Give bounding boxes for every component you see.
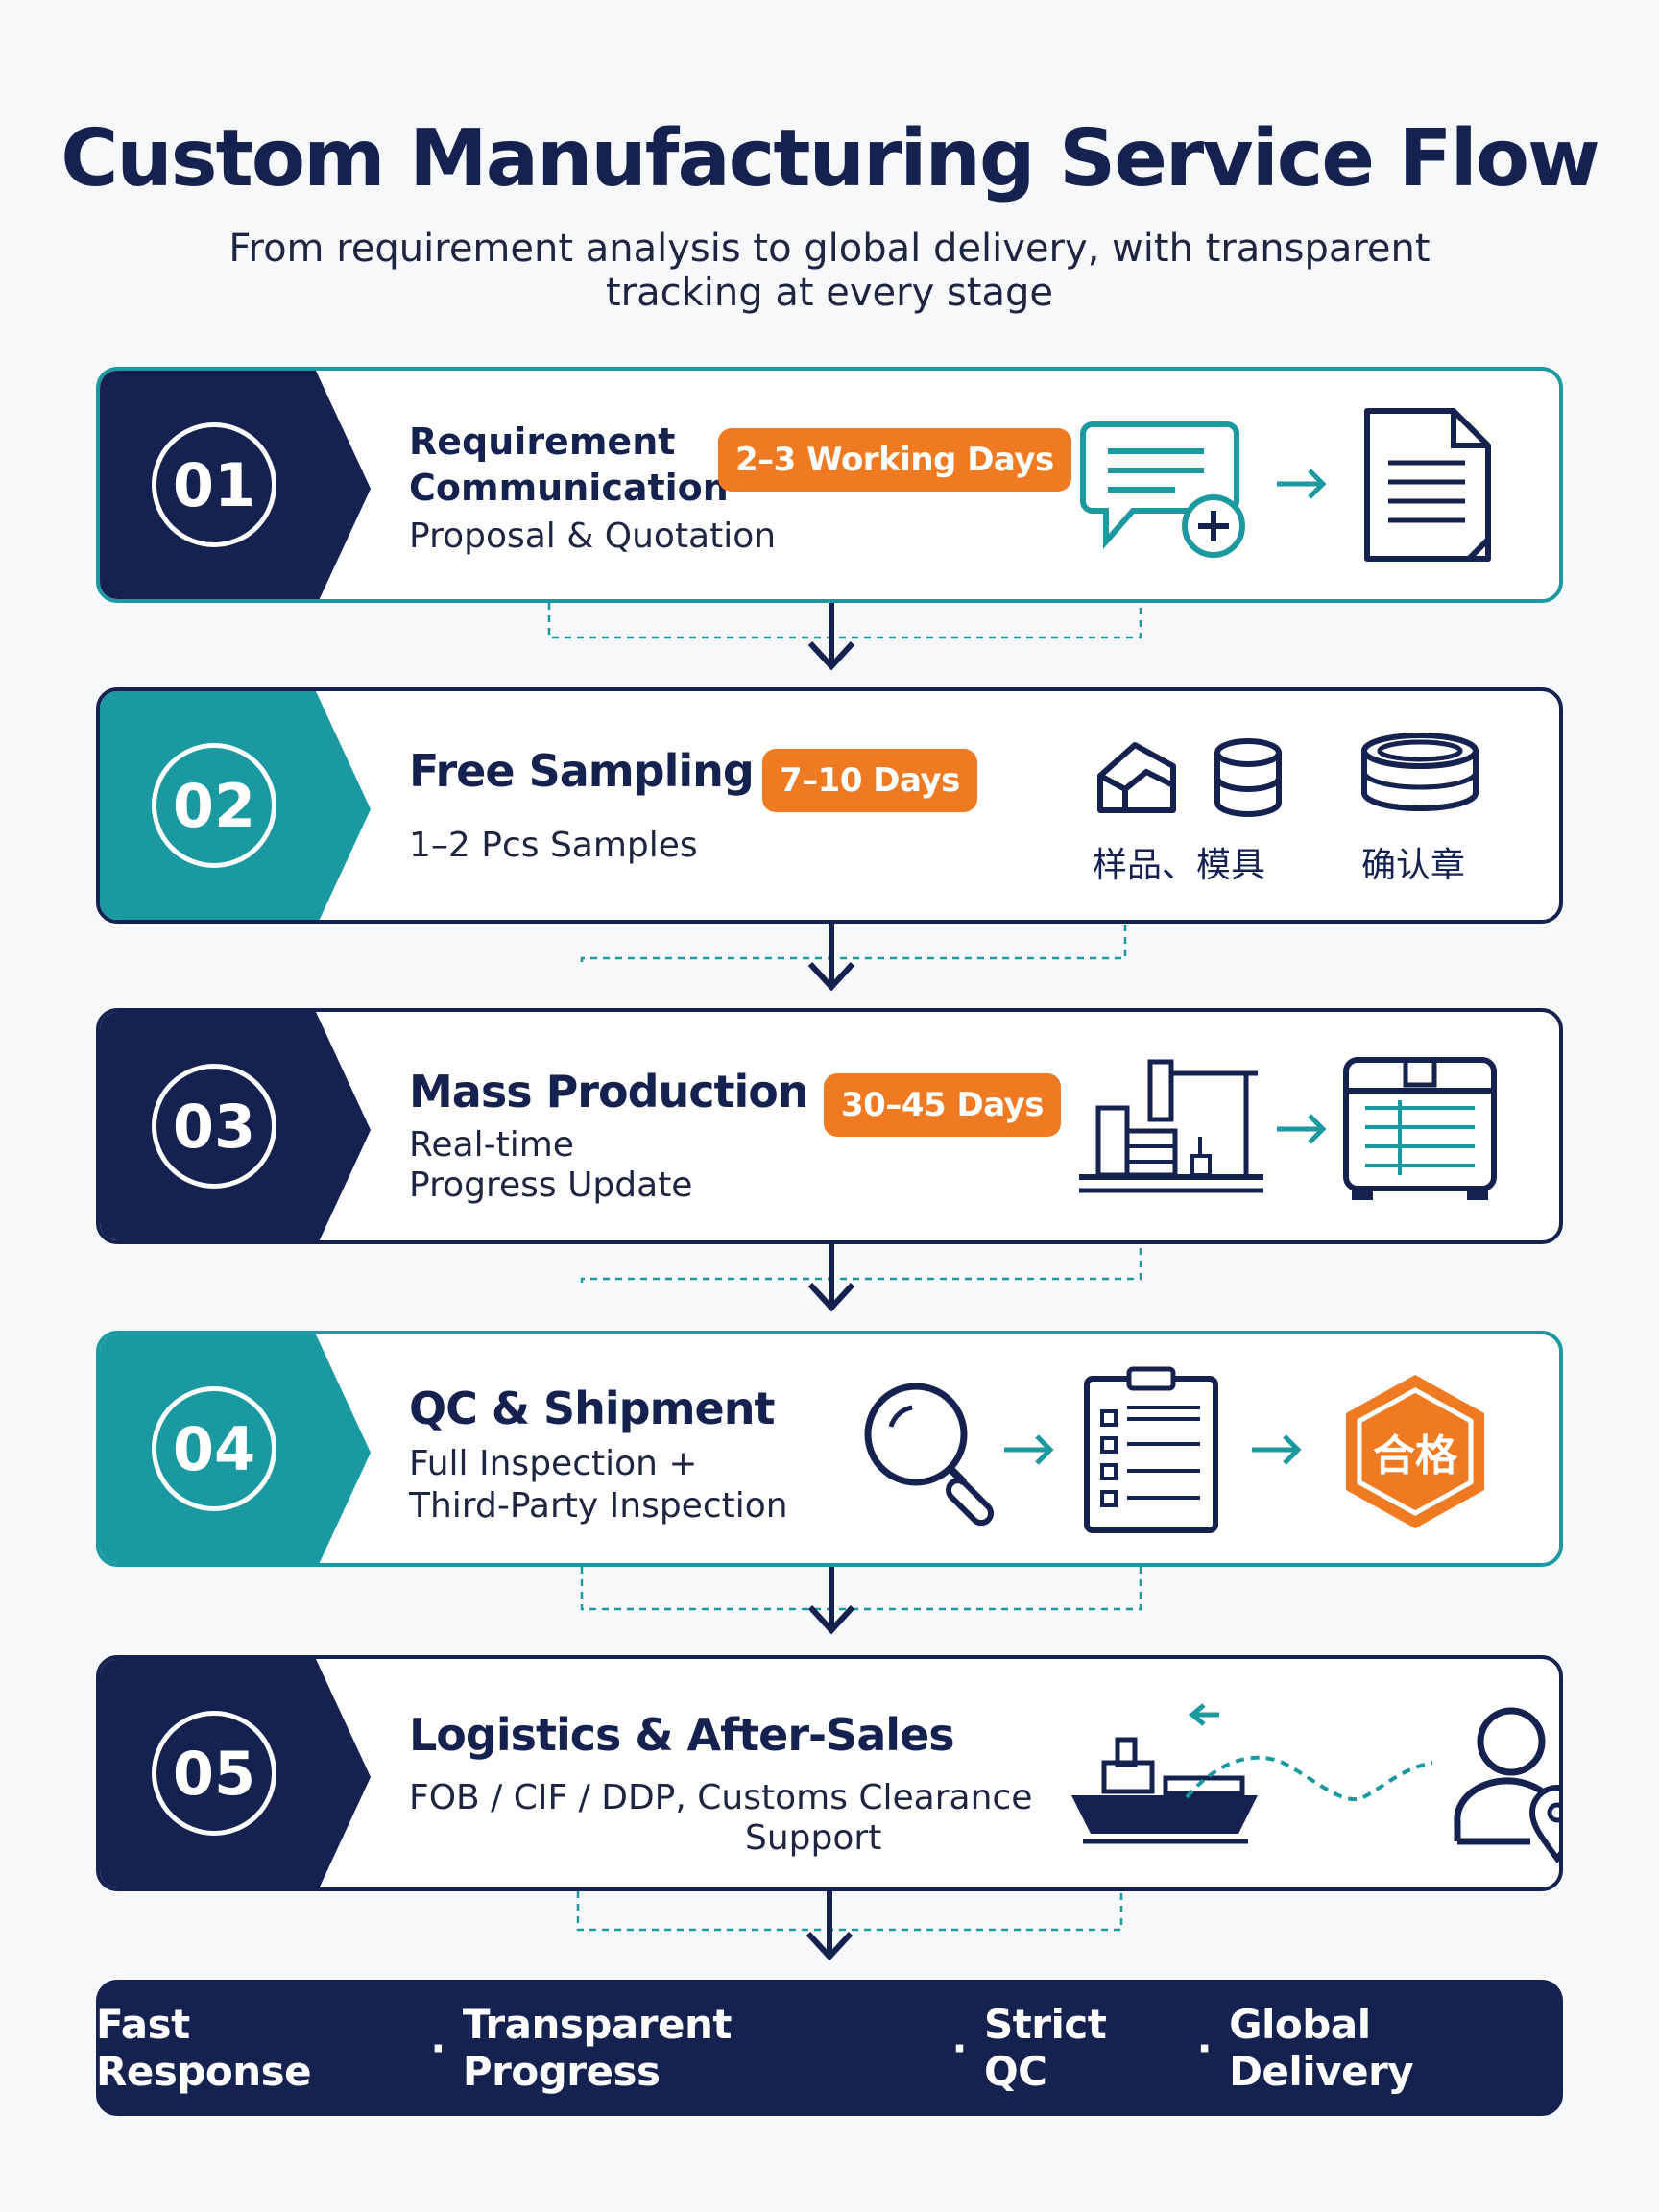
step-title: Mass Production [409,1066,809,1118]
step-description: Real-time [409,1125,574,1165]
step-02-card: 02 Free Sampling 1–2 Pcs Samples 7–10 Da… [96,687,1563,924]
step-title: Logistics & After-Sales [409,1709,955,1761]
step-04-card: 04 QC & Shipment Full Inspection + Third… [96,1331,1563,1567]
step-number: 03 [152,1064,276,1189]
footer-item: Global Delivery [1229,2001,1414,2095]
checklist-icon [1084,1366,1218,1533]
step-title: Requirement [409,421,676,463]
step-title: Free Sampling [409,745,755,797]
step-number: 04 [152,1386,276,1511]
flow-connector [576,1891,1123,1961]
mold-cylinder-icon [1214,738,1282,817]
footer-item: Strict QC [983,2001,1107,2095]
arrow-right-icon [1277,1114,1327,1144]
step-description: 1–2 Pcs Samples [409,826,698,865]
step-05-card: 05 Logistics & After-Sales FOB / CIF / D… [96,1655,1563,1891]
confirmation-stamp-label: 确认章 [1361,846,1466,885]
step-description: FOB / CIF / DDP, Customs Clearance [409,1778,1033,1817]
duration-badge: 30–45 Days [824,1073,1061,1137]
step-03-card: 03 Mass Production Real-time Progress Up… [96,1008,1563,1244]
step-number-band: 03 [100,1012,378,1240]
flow-connector [580,924,1127,992]
page-title: Custom Manufacturing Service Flow [60,113,1600,204]
flow-connector [580,1244,1142,1312]
footer-separator: · [1196,2024,1213,2072]
qualified-label: 合格 [1373,1431,1457,1480]
magnifier-icon [864,1382,995,1527]
arrow-right-icon [1252,1434,1302,1465]
step-title: Communication [409,467,729,509]
step-description: Full Inspection + [409,1444,698,1483]
step-number-band: 02 [100,691,378,920]
step-number-band: 05 [100,1659,378,1887]
confirmation-stamp-icon [1361,733,1479,811]
footer-separator: · [951,2024,967,2072]
step-description: Support [745,1818,882,1858]
step-number: 02 [152,743,276,868]
step-number-band: 04 [100,1334,378,1563]
duration-badge: 7–10 Days [762,749,977,812]
packed-box-icon [1343,1057,1497,1200]
step-description: Progress Update [409,1166,693,1205]
duration-badge: 2–3 Working Days [718,428,1071,492]
footer-item: Fast Response [96,2001,312,2095]
document-icon [1364,408,1491,562]
arrow-right-icon [1004,1434,1054,1465]
step-description: Third-Party Inspection [409,1486,788,1526]
step-01-card: 01 Requirement Communication Proposal & … [96,367,1563,603]
step-number: 01 [152,422,276,547]
footer-separator: · [430,2024,445,2072]
flow-connector [547,603,1142,671]
page-subtitle: From requirement analysis to global deli… [228,227,1431,315]
customer-location-icon [1454,1707,1559,1864]
step-description: Proposal & Quotation [409,517,777,556]
samples-molds-label: 样品、模具 [1093,846,1266,885]
arrow-right-icon [1277,469,1327,499]
flow-connector [580,1567,1142,1635]
step-number: 05 [152,1711,276,1836]
footer-item: Transparent Progress [462,2001,733,2095]
samples-box-icon [1097,742,1176,813]
step-title: QC & Shipment [409,1382,775,1434]
footer-banner: Fast Response · Transparent Progress · S… [96,1980,1563,2116]
chat-add-icon [1080,421,1245,558]
step-number-band: 01 [100,371,378,599]
cargo-ship-icon [1071,1737,1258,1844]
factory-icon [1079,1059,1263,1193]
qualified-badge-icon: 合格 [1338,1371,1492,1532]
route-arrow-icon [1185,1703,1433,1801]
